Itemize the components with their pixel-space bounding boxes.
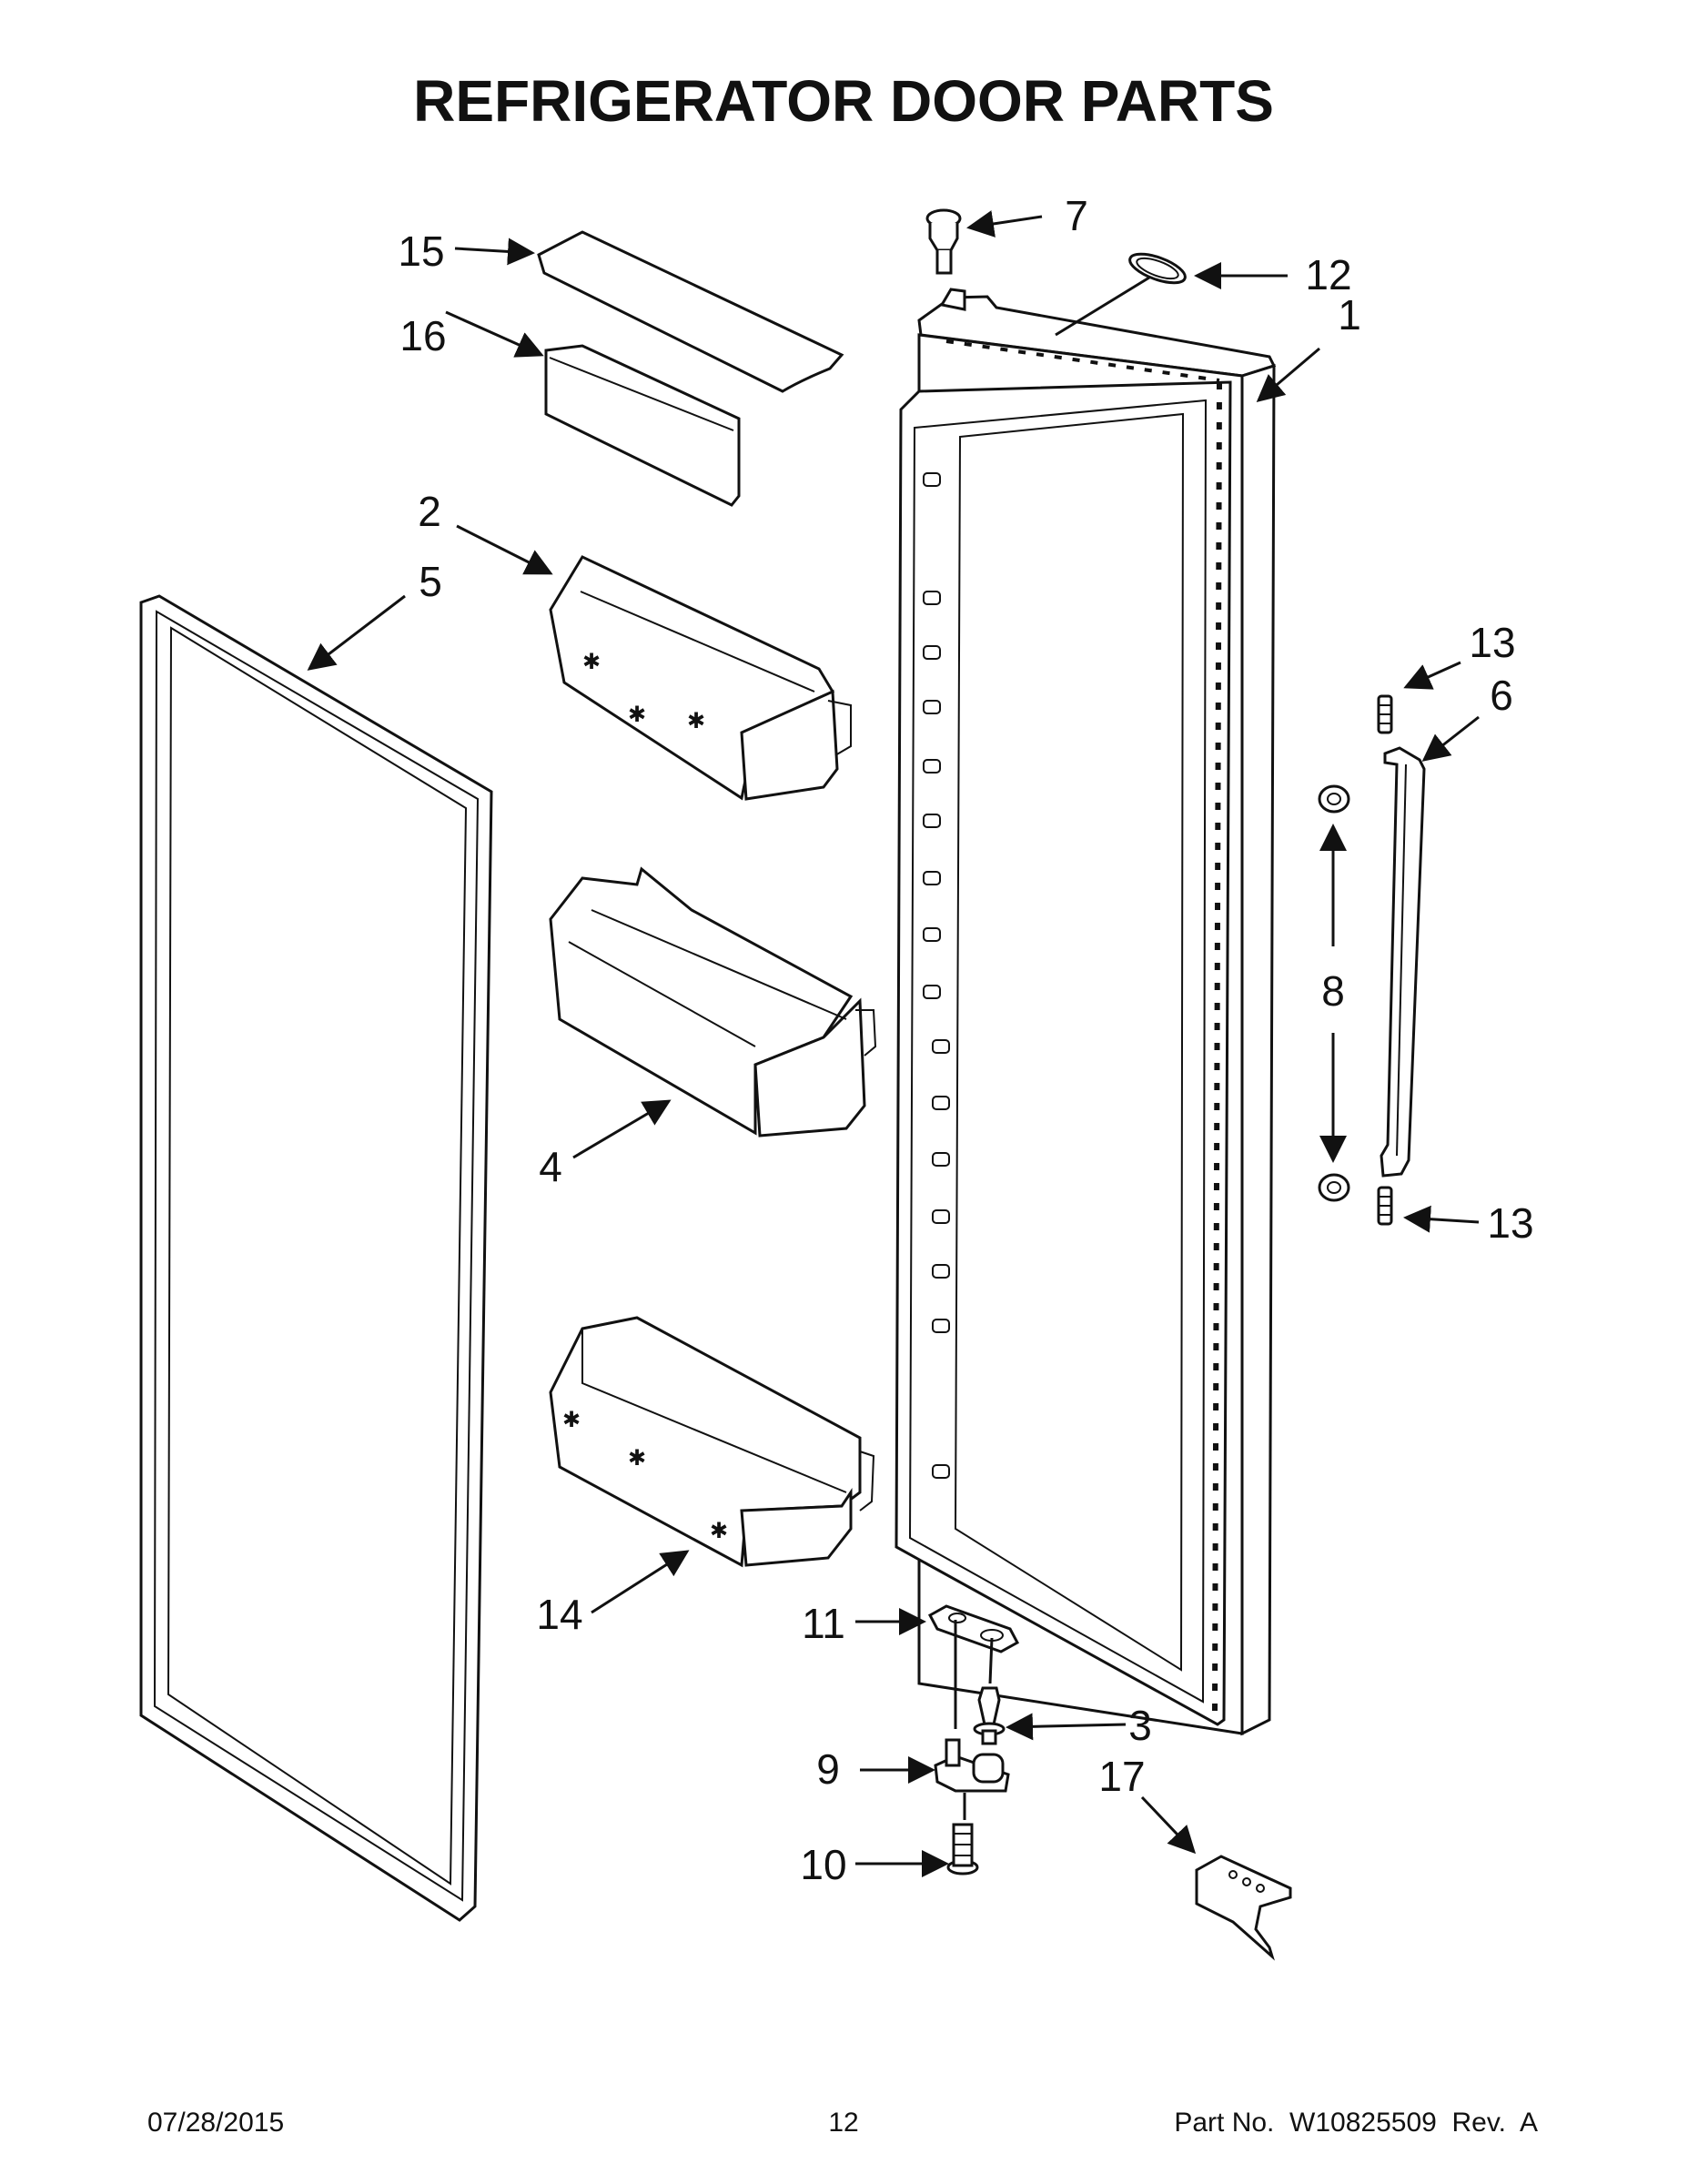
handle-screw-lower bbox=[1377, 1186, 1393, 1226]
shelf-trim-part bbox=[544, 344, 741, 507]
svg-text:✱: ✱ bbox=[710, 1519, 728, 1543]
callout-13-upper: 13 bbox=[1469, 619, 1515, 666]
svg-text:✱: ✱ bbox=[628, 1446, 646, 1471]
shelf-cover-part bbox=[537, 230, 844, 393]
svg-text:✱: ✱ bbox=[687, 709, 705, 733]
page-title: REFRIGERATOR DOOR PARTS bbox=[413, 68, 1274, 134]
svg-text:✱: ✱ bbox=[562, 1408, 581, 1432]
middle-door-bin bbox=[549, 866, 877, 1138]
callout-3: 3 bbox=[1128, 1702, 1152, 1749]
leader-lines bbox=[307, 210, 1480, 1877]
svg-text:✱: ✱ bbox=[582, 650, 601, 674]
callout-10: 10 bbox=[800, 1841, 846, 1888]
callout-4: 4 bbox=[539, 1143, 562, 1190]
door-handle-part bbox=[1380, 746, 1426, 1178]
hinge-pin-part bbox=[925, 208, 962, 275]
callout-11: 11 bbox=[802, 1600, 845, 1647]
callout-8: 8 bbox=[1321, 967, 1345, 1015]
footer-page-number: 12 bbox=[828, 2108, 858, 2138]
lower-door-bin: ✱ ✱ ✱ bbox=[549, 1316, 875, 1568]
door-assembly bbox=[895, 288, 1277, 1736]
upper-door-bin: ✱ ✱ ✱ bbox=[549, 555, 852, 801]
callout-13-lower: 13 bbox=[1487, 1199, 1533, 1247]
callout-5: 5 bbox=[419, 558, 442, 605]
handle-spacer-lower bbox=[1318, 1173, 1350, 1202]
callout-17: 17 bbox=[1098, 1753, 1145, 1800]
hinge-screw-part bbox=[973, 1686, 1006, 1745]
washer-ring-part bbox=[1128, 252, 1187, 285]
hinge-shim-part bbox=[927, 1604, 1020, 1653]
footer-part-number: Part No. W10825509 Rev. A bbox=[1174, 2108, 1538, 2138]
door-gasket bbox=[139, 594, 493, 1922]
callout-12: 12 bbox=[1305, 251, 1351, 298]
hinge-bolt-part bbox=[946, 1823, 979, 1876]
callout-15: 15 bbox=[398, 228, 444, 275]
footer-date: 07/28/2015 bbox=[147, 2108, 284, 2138]
callout-2: 2 bbox=[418, 488, 441, 535]
svg-text:✱: ✱ bbox=[628, 703, 646, 727]
callout-1: 1 bbox=[1338, 291, 1361, 339]
handle-spacer-upper bbox=[1318, 784, 1350, 814]
callout-7: 7 bbox=[1065, 192, 1088, 239]
hinge-cover-part bbox=[1195, 1855, 1292, 1961]
callout-16: 16 bbox=[399, 312, 446, 359]
callout-6: 6 bbox=[1490, 672, 1513, 719]
callout-14: 14 bbox=[536, 1591, 582, 1638]
handle-screw-upper bbox=[1377, 694, 1393, 734]
lower-hinge-part bbox=[934, 1738, 1010, 1793]
callout-9: 9 bbox=[816, 1745, 840, 1793]
